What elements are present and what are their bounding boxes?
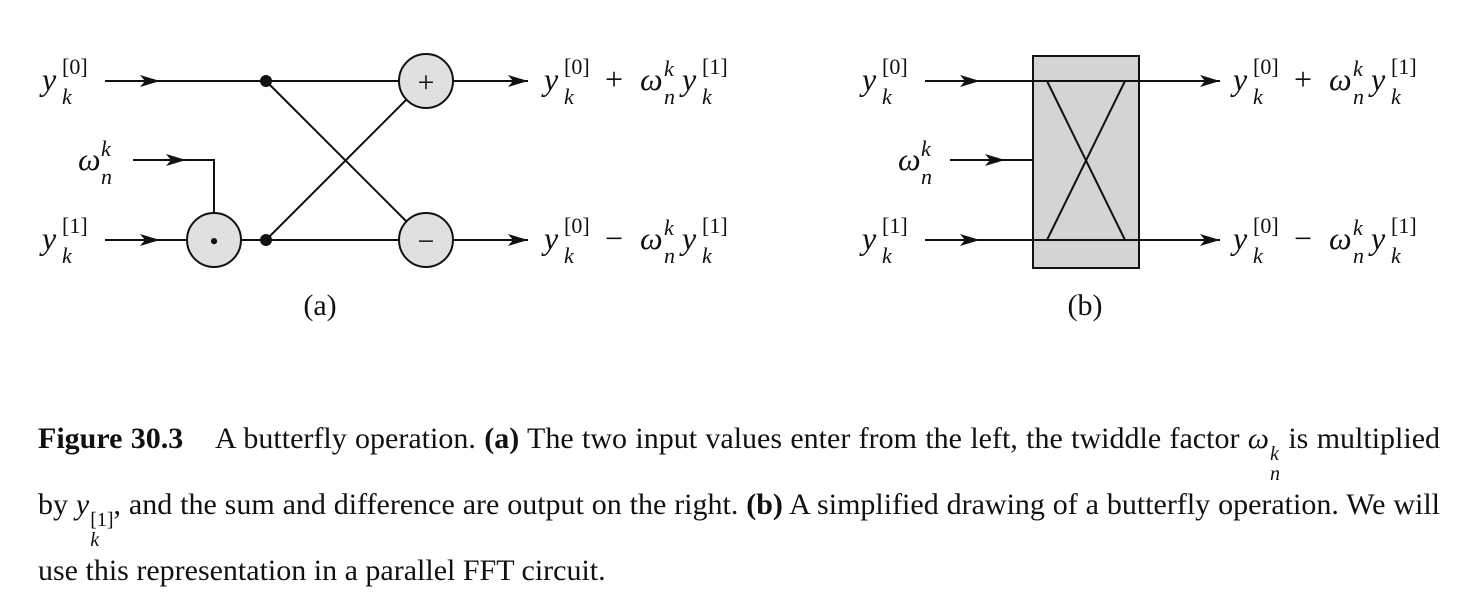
label-b-input-twiddle: ω k n — [898, 127, 939, 189]
multiply-symbol: • — [209, 227, 218, 256]
caption-twiddle-var: ω — [1247, 422, 1269, 455]
panel-a-label: (a) — [303, 289, 336, 322]
caption-y-scripts: [1]k — [90, 509, 114, 551]
caption-part-a: (a) — [484, 422, 520, 455]
junction-a-bottom — [260, 234, 272, 246]
butterfly-diagram: + − • y [0] k ω k n y [1] k y [0] k + ω … — [39, 45, 1425, 322]
figure-caption: Figure 30.3 A butterfly operation. (a) T… — [38, 418, 1440, 592]
minus-node — [398, 212, 454, 268]
label-a-input-bottom: y [1] k — [39, 204, 96, 268]
label-b-output-sum: y [0] k + ω k n y [1] k — [1230, 45, 1425, 111]
panel-b-label: (b) — [1068, 289, 1103, 322]
cross-b-up — [1046, 80, 1126, 241]
plus-symbol: + — [418, 66, 435, 99]
label-b-input-bottom: y [1] k — [859, 204, 916, 268]
label-a-input-top: y [0] k — [39, 45, 96, 109]
caption-part-b: (b) — [746, 488, 783, 521]
junction-a-top — [260, 75, 272, 87]
cross-a-up — [265, 99, 407, 241]
panel-a — [105, 53, 528, 268]
label-a-input-twiddle: ω k n — [78, 127, 119, 189]
caption-text-4: , and the sum and difference are output … — [113, 488, 739, 521]
cross-a-down — [265, 80, 407, 222]
caption-y-var: y — [75, 488, 90, 521]
wire-a-twiddle — [186, 159, 215, 212]
caption-text-2: The two input values enter from the left… — [527, 422, 1240, 455]
label-a-output-sum: y [0] k + ω k n y [1] k — [541, 45, 736, 111]
label-b-input-top: y [0] k — [859, 45, 916, 109]
label-a-output-diff: y [0] k − ω k n y [1] k — [541, 204, 736, 270]
caption-text-3: is multiplied by — [38, 422, 1441, 521]
panel-b — [925, 55, 1220, 269]
multiply-node — [186, 212, 242, 268]
caption-text-1: A butterfly operation. — [215, 422, 476, 455]
minus-symbol: − — [418, 225, 435, 258]
plus-node — [398, 53, 454, 109]
figure-number: Figure 30.3 — [38, 422, 184, 455]
label-b-output-diff: y [0] k − ω k n y [1] k — [1230, 204, 1425, 270]
